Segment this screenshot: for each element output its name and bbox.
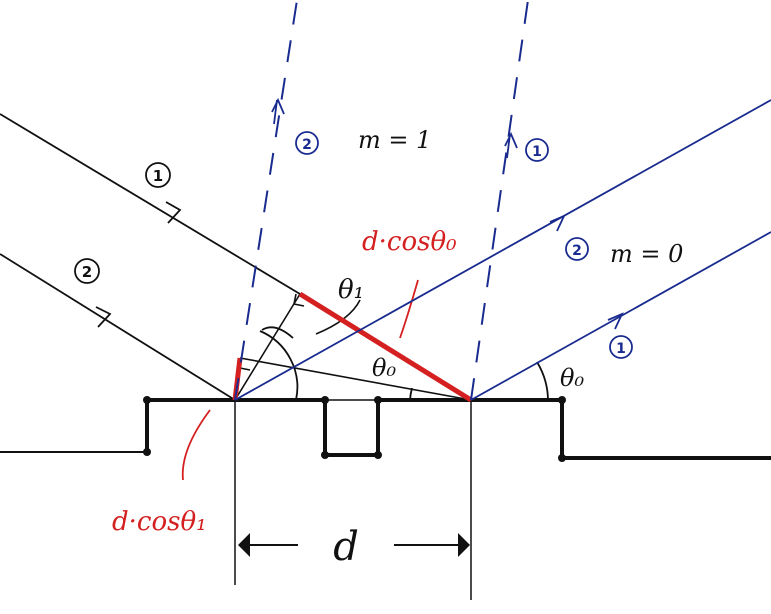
- order-m0-label: m = 0: [610, 240, 683, 268]
- m0-ray-from-left: [234, 99, 771, 401]
- m1-rays: [234, 0, 529, 401]
- theta0-right-arc: [536, 361, 549, 401]
- path-top-pointer: [399, 279, 419, 339]
- theta1-small-arc: [261, 326, 294, 339]
- arrow-head-m0-upper: [549, 214, 566, 232]
- arrow-head-ray-2: [95, 306, 112, 328]
- order-m1-label: m = 1: [358, 126, 431, 154]
- angle-arcs: [259, 326, 549, 401]
- ray-2-incoming-label: 2: [82, 263, 92, 281]
- m1-ray-from-left: [234, 0, 298, 401]
- theta1-arc: [259, 330, 299, 401]
- incoming-ray-1: [0, 113, 301, 295]
- grating-corner-dots: [143, 396, 566, 462]
- incoming-ray-labels: 1 2: [74, 162, 171, 284]
- arrow-head-ray-1: [165, 201, 182, 224]
- spacing-guides: [234, 400, 472, 600]
- path-top-label: d·cosθ₀: [362, 227, 457, 257]
- m0-rays: [234, 99, 771, 401]
- arrow-head-m0-lower: [607, 312, 624, 330]
- ray-2-m1-label: 2: [302, 137, 312, 153]
- path-bottom-label: d·cosθ₁: [112, 507, 207, 537]
- grating-profile: [0, 396, 771, 462]
- m1-arrow-heads: [271, 97, 518, 159]
- perpendicular-to-incoming: [234, 293, 301, 401]
- m1-ray-from-right: [470, 0, 529, 401]
- theta0-left-arc: [409, 387, 413, 401]
- incoming-rays: [0, 113, 301, 401]
- right-angle-mark-top: [293, 293, 305, 307]
- path-bottom-pointer: [181, 409, 211, 481]
- ray-1-m1-label: 1: [532, 144, 542, 160]
- incoming-ray-2: [0, 253, 236, 401]
- theta0-left-label: θ₀: [372, 354, 396, 382]
- theta0-right-label: θ₀: [560, 364, 584, 392]
- ray-1-incoming-label: 1: [153, 167, 163, 185]
- path-top-segment: [298, 291, 473, 403]
- diffraction-labels: 2 m = 1 1 2 m = 0 1: [295, 126, 683, 359]
- ray-2-m0-label: 2: [572, 243, 582, 259]
- spacing-dimension: d: [238, 524, 470, 570]
- ray-1-m0-label: 1: [616, 341, 626, 357]
- spacing-label: d: [333, 524, 359, 570]
- perpendicular-to-m0: [239, 357, 472, 401]
